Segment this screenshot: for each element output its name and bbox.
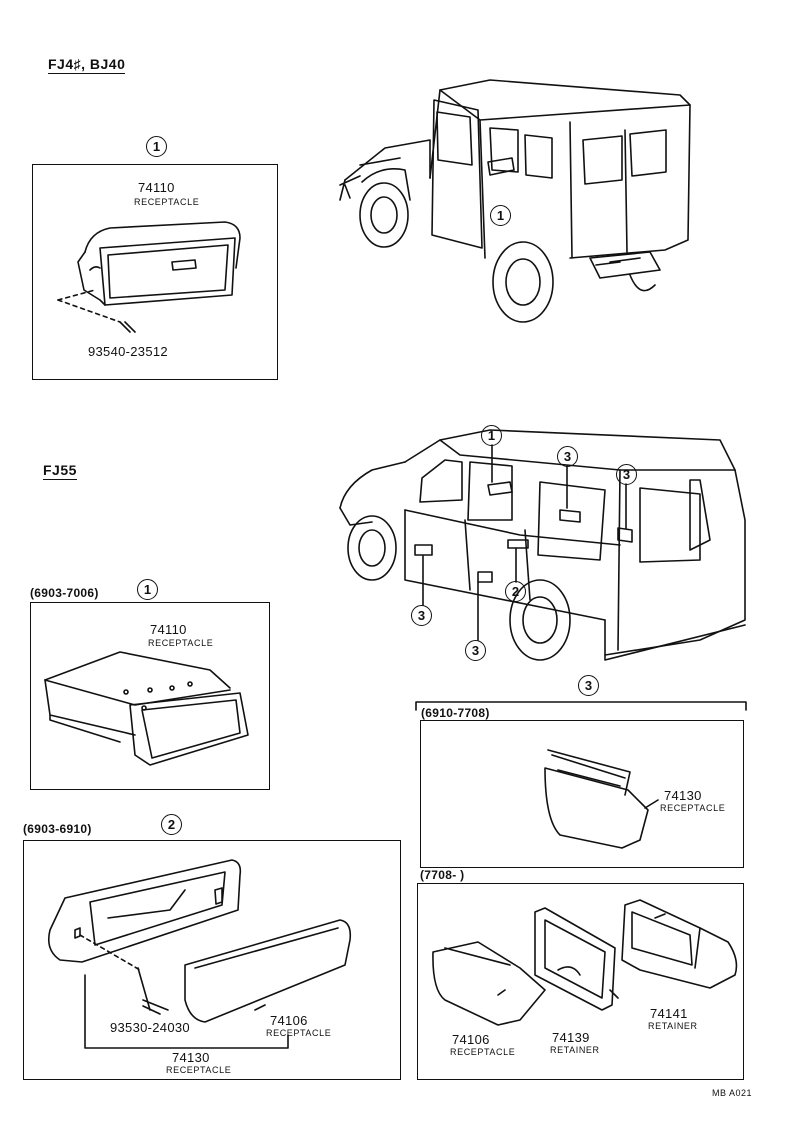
part-name-74110-top: RECEPTACLE [134, 197, 200, 207]
part-number-74130-right: 74130 [664, 788, 702, 803]
part-name-74141: RETAINER [648, 1021, 698, 1031]
retainer-74141-drawing [621, 899, 738, 989]
receptacle-74110-mid-drawing [44, 651, 249, 766]
range-6910-7708: (6910-7708) [421, 706, 490, 720]
vehicle-fj40-illustration [339, 79, 691, 323]
part-number-74130-bottom: 74130 [172, 1050, 210, 1065]
retainer-74139-drawing [534, 907, 619, 1011]
receptacle-74110-top-drawing [57, 221, 241, 333]
range-6903-6910: (6903-6910) [23, 822, 92, 836]
callout-3-vehicle-b: 3 [616, 464, 637, 485]
part-name-74130-bottom: RECEPTACLE [166, 1065, 232, 1075]
part-number-74106-right: 74106 [452, 1032, 490, 1047]
part-number-93530-24030: 93530-24030 [110, 1020, 190, 1035]
detail-box-fj4-receptacle [32, 164, 278, 380]
part-number-74110-top: 74110 [138, 180, 175, 195]
drawing-code: MB A021 [712, 1088, 753, 1098]
receptacle-74130-bottom-drawing [47, 859, 352, 1049]
vehicle-fj55-illustration [339, 429, 746, 661]
detail-box-6910-7708 [420, 720, 744, 868]
detail-box-6903-7006 [30, 602, 270, 790]
part-name-74106-left: RECEPTACLE [266, 1028, 332, 1038]
callout-3-vehicle-a: 3 [557, 446, 578, 467]
callout-1-vehicle-top: 1 [490, 205, 511, 226]
part-number-74110-mid: 74110 [150, 622, 187, 637]
receptacle-74106-right-drawing [432, 941, 546, 1026]
part-number-74106-left: 74106 [270, 1013, 308, 1028]
callout-3-section: 3 [578, 675, 599, 696]
detail-box-7708 [417, 883, 744, 1080]
callout-1-box-mid: 1 [137, 579, 158, 600]
part-name-74110-mid: RECEPTACLE [148, 638, 214, 648]
callout-2-box-bottom: 2 [161, 814, 182, 835]
callout-3-vehicle-d: 3 [465, 640, 486, 661]
receptacle-74130-right-drawing [544, 749, 659, 849]
part-name-74139: RETAINER [550, 1045, 600, 1055]
callout-2-vehicle: 2 [505, 581, 526, 602]
part-number-74139: 74139 [552, 1030, 590, 1045]
header-fj4: FJ4♯, BJ40 [48, 56, 126, 74]
part-number-93540-23512: 93540-23512 [88, 344, 168, 359]
part-name-74130-right: RECEPTACLE [660, 803, 726, 813]
detail-box-6903-6910 [23, 840, 401, 1080]
part-number-74141: 74141 [650, 1006, 688, 1021]
range-6903-7006: (6903-7006) [30, 586, 99, 600]
callout-1-vehicle-mid: 1 [481, 425, 502, 446]
header-fj55: FJ55 [43, 462, 77, 480]
range-7708: (7708- ) [420, 868, 465, 882]
callout-3-vehicle-c: 3 [411, 605, 432, 626]
part-name-74106-right: RECEPTACLE [450, 1047, 516, 1057]
callout-1-box-top: 1 [146, 136, 167, 157]
